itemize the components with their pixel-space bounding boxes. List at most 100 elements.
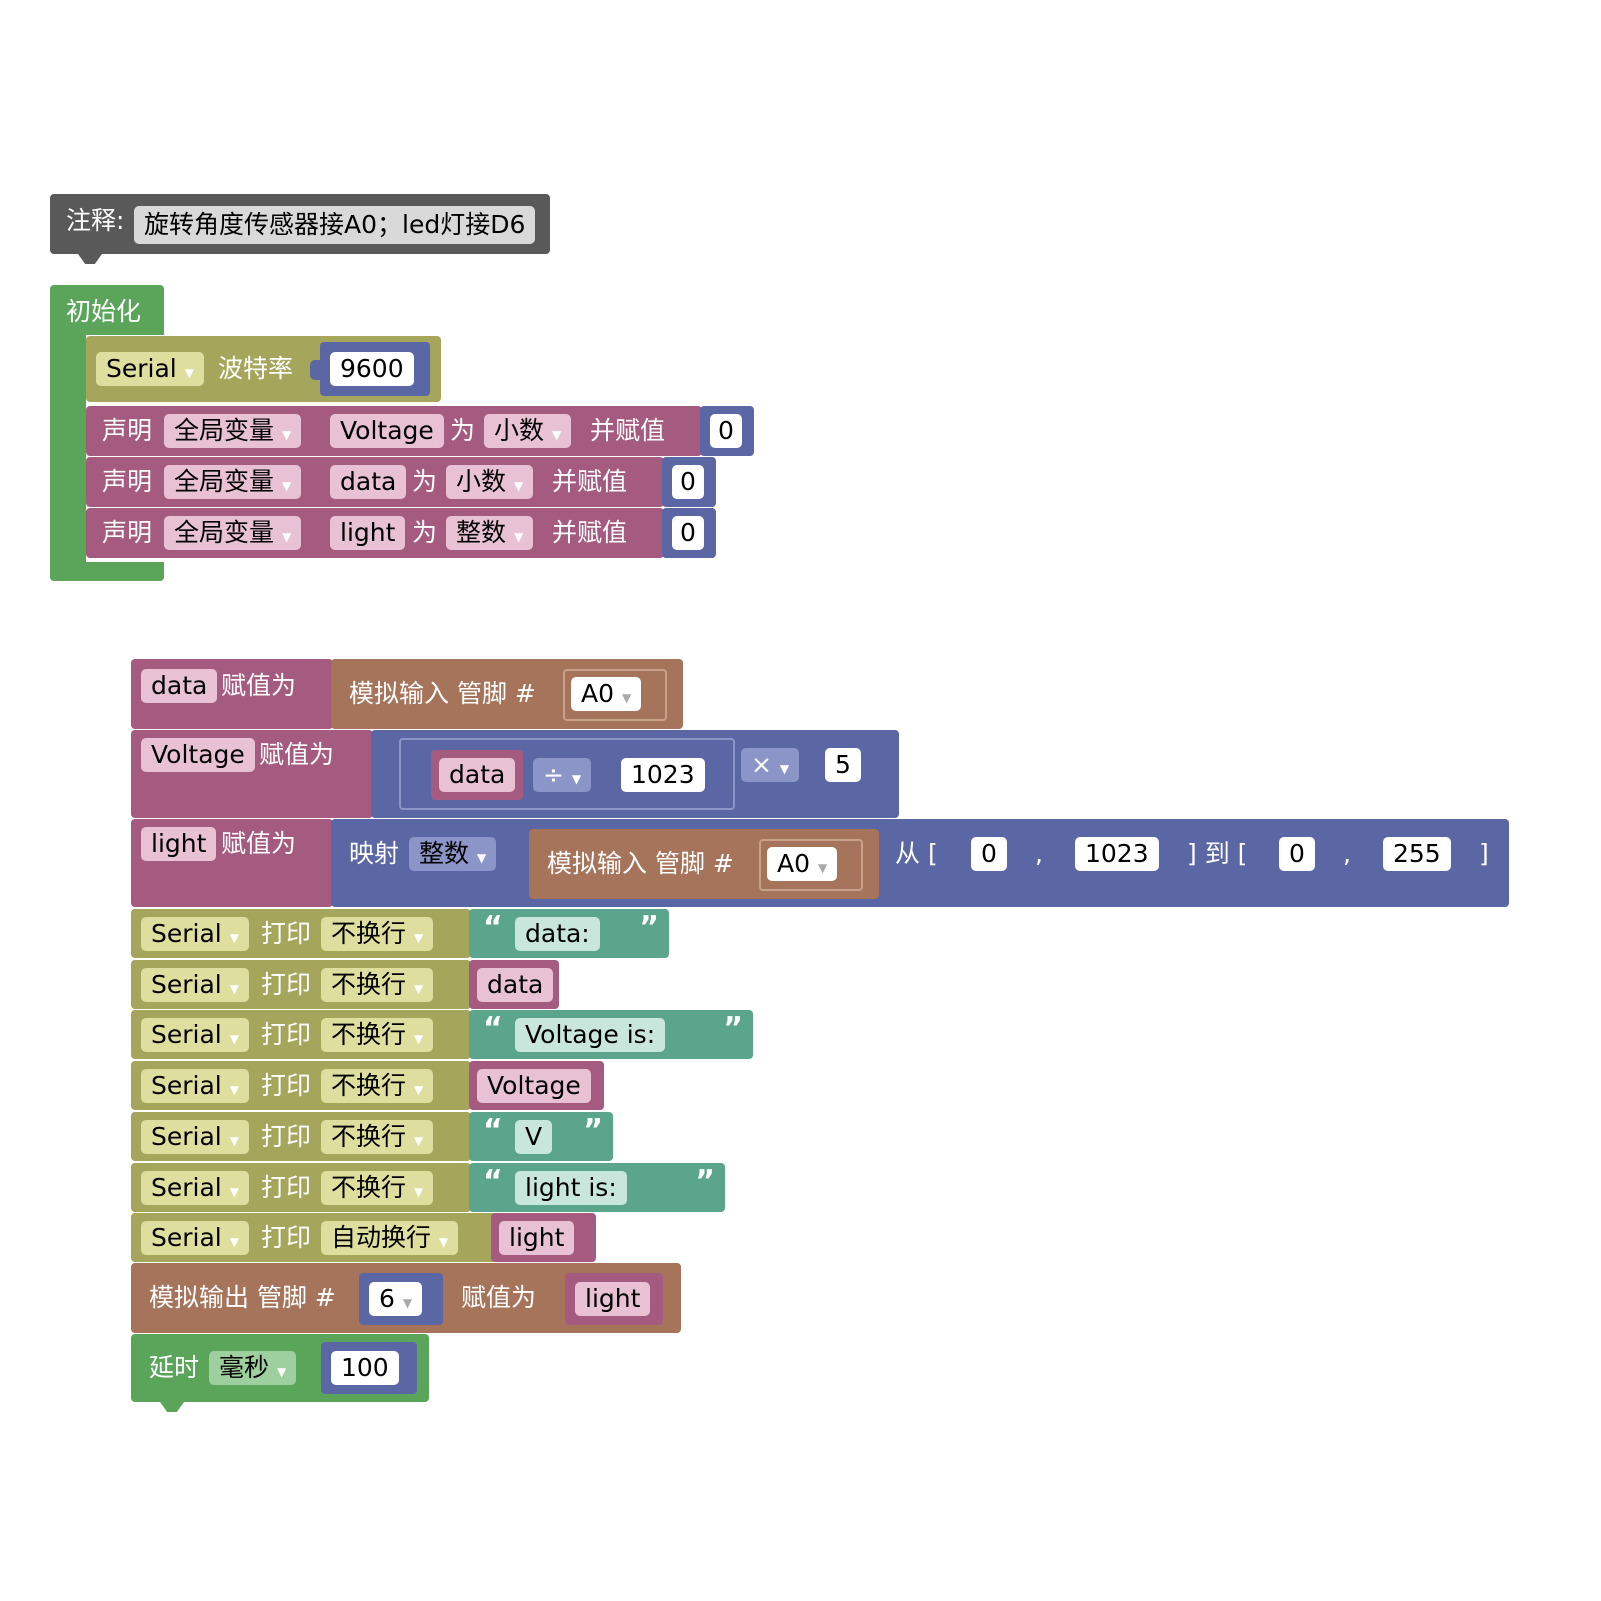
print-mode-dropdown[interactable]: 不换行 ▼: [321, 1171, 434, 1205]
assign-block-data[interactable]: data 赋值为: [131, 659, 333, 729]
multiply-block[interactable]: data ÷ ▼ 1023 × ▼ 5: [371, 730, 899, 818]
serial-print-block[interactable]: Serial ▼打印不换行 ▼: [131, 1061, 471, 1110]
factor-input[interactable]: 5: [825, 748, 861, 782]
pin-dropdown[interactable]: A0 ▼: [571, 677, 642, 711]
map-to-label: ] 到 [: [1187, 839, 1248, 868]
serial-print-block[interactable]: Serial ▼打印自动换行 ▼: [131, 1213, 501, 1262]
serial-print-block[interactable]: Serial ▼打印不换行 ▼: [131, 1010, 471, 1059]
pin-block[interactable]: A0 ▼: [563, 669, 667, 721]
decl-scope-dropdown[interactable]: 全局变量 ▼: [164, 516, 302, 550]
comment-block[interactable]: 注释: 旋转角度传感器接A0；led灯接D6: [50, 194, 550, 254]
text-block[interactable]: “light is:”: [469, 1163, 725, 1212]
text-block[interactable]: “data:”: [469, 909, 669, 958]
serial-print-block[interactable]: Serial ▼打印不换行 ▼: [131, 960, 471, 1009]
decl-value-input[interactable]: 0: [672, 465, 704, 499]
delay-block[interactable]: 延时 毫秒 ▼ 100: [131, 1334, 429, 1402]
decl-value-block-light[interactable]: 0: [662, 508, 716, 558]
delay-number-block[interactable]: 100: [321, 1342, 417, 1394]
map-from-high-input[interactable]: 1023: [1075, 837, 1159, 871]
map-from-low-input[interactable]: 0: [971, 837, 1007, 871]
text-block[interactable]: “V”: [469, 1112, 613, 1161]
text-field[interactable]: light is:: [515, 1171, 627, 1205]
decl-scope-dropdown[interactable]: 全局变量 ▼: [164, 465, 302, 499]
serial-print-block[interactable]: Serial ▼打印不换行 ▼: [131, 909, 471, 958]
analog-write-pin-block[interactable]: 6 ▼: [359, 1273, 443, 1325]
print-mode-dropdown[interactable]: 不换行 ▼: [321, 1018, 434, 1052]
analog-write-pin-dropdown[interactable]: 6 ▼: [369, 1282, 423, 1316]
map-type-dropdown[interactable]: 整数 ▼: [409, 837, 497, 871]
baud-input[interactable]: 9600: [330, 352, 414, 386]
decl-block-light[interactable]: 声明 全局变量 ▼ light 为 整数 ▼ 并赋值: [86, 508, 664, 558]
variable-field[interactable]: light: [499, 1221, 575, 1255]
divide-block[interactable]: data ÷ ▼ 1023: [399, 738, 735, 810]
baud-label: 波特率: [218, 354, 294, 383]
decl-value-input[interactable]: 0: [710, 414, 742, 448]
analog-write-var-block[interactable]: light: [565, 1273, 663, 1325]
comment-text-field[interactable]: 旋转角度传感器接A0；led灯接D6: [134, 206, 536, 244]
assign-var-field[interactable]: Voltage: [141, 738, 255, 772]
serial-port-dropdown[interactable]: Serial ▼: [141, 1171, 249, 1205]
serial-port-dropdown[interactable]: Serial ▼: [141, 1018, 249, 1052]
print-mode-dropdown[interactable]: 自动换行 ▼: [321, 1221, 459, 1255]
serial-port-dropdown[interactable]: Serial ▼: [141, 917, 249, 951]
map-comma: ,: [1035, 839, 1043, 868]
assign-block-voltage[interactable]: Voltage 赋值为: [131, 730, 373, 818]
assign-var-field[interactable]: data: [141, 669, 218, 703]
decl-block-data[interactable]: 声明 全局变量 ▼ data 为 小数 ▼ 并赋值: [86, 457, 664, 507]
analog-write-block[interactable]: 模拟输出 管脚 # 6 ▼ 赋值为 light: [131, 1263, 681, 1333]
pin-block[interactable]: A0 ▼: [759, 839, 863, 891]
decl-name-field[interactable]: data: [330, 465, 407, 499]
analog-read-block[interactable]: 模拟输入 管脚 # A0 ▼: [331, 659, 683, 729]
decl-scope-dropdown[interactable]: 全局变量 ▼: [164, 414, 302, 448]
variable-field[interactable]: Voltage: [477, 1069, 591, 1103]
serial-baud-block[interactable]: Serial ▼ 波特率 9600: [86, 336, 441, 402]
decl-name-field[interactable]: light: [330, 516, 406, 550]
divide-operator-dropdown[interactable]: ÷ ▼: [533, 758, 592, 792]
divide-var-block[interactable]: data: [431, 750, 523, 800]
serial-print-block[interactable]: Serial ▼打印不换行 ▼: [131, 1163, 471, 1212]
decl-name-field[interactable]: Voltage: [330, 414, 444, 448]
text-field[interactable]: V: [515, 1120, 553, 1154]
baud-number-block[interactable]: 9600: [320, 342, 430, 396]
print-mode-dropdown[interactable]: 不换行 ▼: [321, 1069, 434, 1103]
serial-port-dropdown[interactable]: Serial ▼: [141, 1120, 249, 1154]
text-block[interactable]: “Voltage is:”: [469, 1010, 753, 1059]
divide-var-field[interactable]: data: [439, 758, 516, 792]
map-to-low-input[interactable]: 0: [1279, 837, 1315, 871]
decl-value-input[interactable]: 0: [672, 516, 704, 550]
decl-type-dropdown[interactable]: 小数 ▼: [446, 465, 534, 499]
variable-field[interactable]: data: [477, 968, 554, 1002]
decl-type-dropdown[interactable]: 小数 ▼: [484, 414, 572, 448]
multiply-operator-dropdown[interactable]: × ▼: [741, 748, 800, 782]
decl-type-dropdown[interactable]: 整数 ▼: [446, 516, 534, 550]
delay-unit-dropdown[interactable]: 毫秒 ▼: [209, 1351, 297, 1385]
map-to-high-input[interactable]: 255: [1383, 837, 1451, 871]
map-analog-read-block[interactable]: 模拟输入 管脚 # A0 ▼: [529, 829, 879, 899]
print-mode-dropdown[interactable]: 不换行 ▼: [321, 917, 434, 951]
print-mode-dropdown[interactable]: 不换行 ▼: [321, 1120, 434, 1154]
map-block[interactable]: 映射 整数 ▼ 模拟输入 管脚 # A0 ▼ 从 [ 0 , 1023 ] 到 …: [331, 819, 1509, 907]
variable-block[interactable]: light: [491, 1213, 596, 1262]
assign-label: 赋值为: [221, 671, 297, 700]
text-field[interactable]: Voltage is:: [515, 1018, 666, 1052]
print-mode-dropdown[interactable]: 不换行 ▼: [321, 968, 434, 1002]
divisor-input[interactable]: 1023: [621, 758, 705, 792]
decl-value-block-voltage[interactable]: 0: [700, 406, 754, 456]
variable-block[interactable]: Voltage: [469, 1061, 604, 1110]
serial-port-dropdown[interactable]: Serial ▼: [141, 1069, 249, 1103]
serial-port-dropdown[interactable]: Serial ▼: [141, 1221, 249, 1255]
analog-write-var-field[interactable]: light: [575, 1282, 651, 1316]
close-quote-icon: ”: [639, 910, 659, 945]
delay-input[interactable]: 100: [331, 1351, 399, 1385]
serial-port-dropdown[interactable]: Serial ▼: [141, 968, 249, 1002]
delay-unit-value: 毫秒: [219, 1353, 270, 1382]
decl-block-voltage[interactable]: 声明 全局变量 ▼ Voltage 为 小数 ▼ 并赋值: [86, 406, 702, 456]
variable-block[interactable]: data: [469, 960, 559, 1009]
text-field[interactable]: data:: [515, 917, 600, 951]
assign-block-light[interactable]: light 赋值为: [131, 819, 333, 907]
serial-print-block[interactable]: Serial ▼打印不换行 ▼: [131, 1112, 471, 1161]
serial-port-dropdown[interactable]: Serial ▼: [96, 352, 204, 386]
decl-value-block-data[interactable]: 0: [662, 457, 716, 507]
assign-var-field[interactable]: light: [141, 827, 217, 861]
pin-dropdown[interactable]: A0 ▼: [767, 847, 838, 881]
